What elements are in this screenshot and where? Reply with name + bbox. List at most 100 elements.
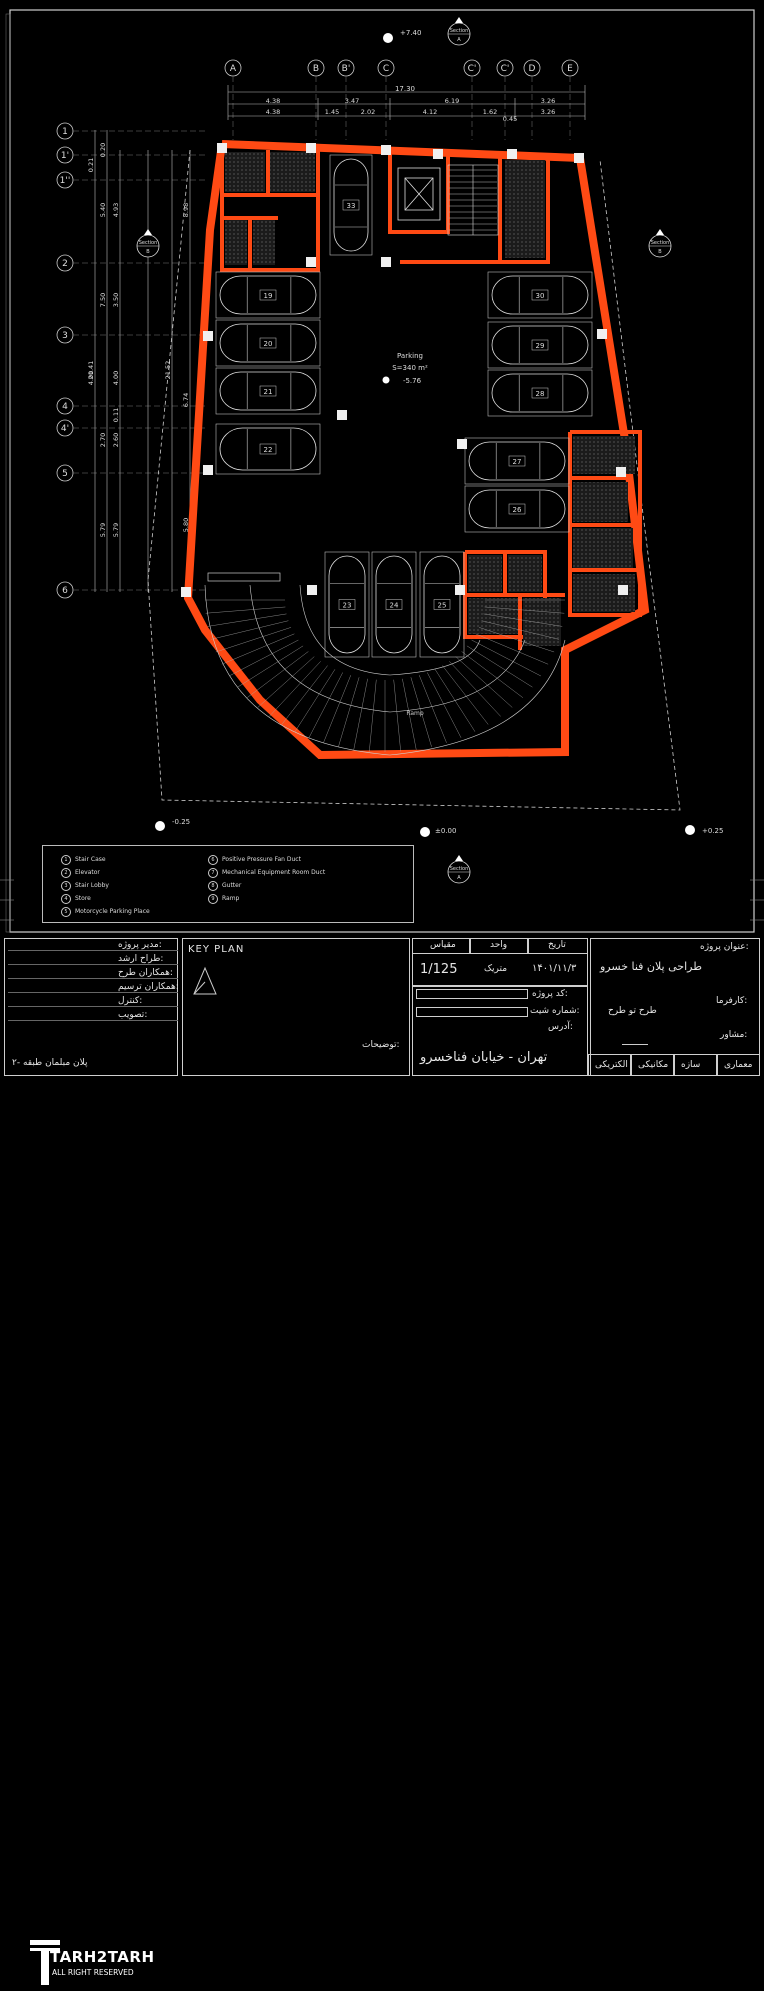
car-number: 23 bbox=[343, 602, 352, 610]
dim-left-label: 6.74 bbox=[182, 393, 190, 407]
structural-column bbox=[307, 585, 317, 595]
dim-left-label: 4.93 bbox=[112, 203, 120, 217]
dim-left-label: 5.80 bbox=[182, 518, 190, 532]
unit-value: متریک bbox=[484, 964, 508, 974]
gutter bbox=[207, 572, 281, 582]
interior-walls bbox=[220, 147, 642, 650]
svg-text:B: B bbox=[146, 249, 150, 255]
dim-left-label: 0.20 bbox=[99, 143, 107, 157]
key-plan-icon bbox=[193, 966, 217, 995]
key-plan-panel bbox=[182, 938, 410, 1076]
svg-text:Section: Section bbox=[651, 240, 670, 246]
dim-left-label: 4.00 bbox=[87, 371, 95, 385]
structural-column bbox=[381, 257, 391, 267]
role-label: همکاران طرح: bbox=[118, 968, 173, 978]
parking-car: 29 bbox=[487, 321, 593, 369]
structural-column bbox=[381, 145, 391, 155]
top-dimensions bbox=[227, 85, 586, 120]
parking-car: 30 bbox=[487, 271, 593, 319]
elevator bbox=[397, 167, 441, 221]
dim-top-label: 0.45 bbox=[503, 115, 517, 123]
car-number: 22 bbox=[264, 446, 273, 454]
structural-column bbox=[597, 329, 607, 339]
level-marker-icon bbox=[382, 376, 390, 384]
grid-row-label: 1' bbox=[61, 151, 69, 161]
level-top-icon bbox=[383, 33, 393, 43]
dim-top-label: 3.26 bbox=[541, 97, 555, 105]
dim-left-label: 4.00 bbox=[112, 371, 120, 385]
discipline-label: سازه bbox=[681, 1060, 701, 1070]
roles-panel bbox=[4, 938, 178, 1076]
dim-left-label: 5.40 bbox=[99, 203, 107, 217]
structural-column bbox=[433, 149, 443, 159]
svg-text:Section: Section bbox=[450, 866, 469, 872]
dim-left-label: 2.70 bbox=[99, 433, 107, 447]
ramp bbox=[204, 584, 566, 756]
sheet-title: پلان مبلمان طبقه -۲ bbox=[12, 1058, 88, 1068]
unit-label: واحد bbox=[490, 940, 508, 950]
dim-left-label: 3.50 bbox=[112, 293, 120, 307]
parking-area: S=340 m² bbox=[392, 364, 428, 372]
frame-ticks bbox=[0, 879, 764, 921]
title-block: مدیر پروژه:طراح ارشد:همکاران طرح:همکاران… bbox=[0, 936, 764, 1985]
structural-column bbox=[203, 465, 213, 475]
dim-left-label: 8.98 bbox=[182, 203, 190, 217]
site-boundary bbox=[147, 149, 681, 811]
project-code-label: کد پروژه: bbox=[532, 989, 568, 999]
dim-left-label: 0.11 bbox=[112, 408, 120, 422]
level-parking: -5.76 bbox=[403, 377, 422, 385]
discipline-cell: مکانیکی bbox=[631, 1054, 674, 1076]
ramp-treads bbox=[205, 599, 565, 752]
structural-column bbox=[306, 257, 316, 267]
structural-column bbox=[203, 331, 213, 341]
car-number: 26 bbox=[513, 506, 522, 514]
level-br-icon bbox=[685, 825, 695, 835]
parking-title: Parking bbox=[397, 352, 423, 360]
structural-column bbox=[574, 153, 584, 163]
level-bl-icon bbox=[155, 821, 165, 831]
dim-left-label: 0.21 bbox=[87, 158, 95, 172]
grid-col-label: C' bbox=[501, 64, 510, 74]
date-value: ۱۴۰۱/۱۱/۳ bbox=[532, 963, 577, 974]
date-label: تاریخ bbox=[548, 940, 566, 950]
address-value: تهران - خیابان فناخسرو bbox=[420, 1050, 548, 1065]
scale-value: 1/125 bbox=[420, 962, 458, 977]
dim-top-label: 1.62 bbox=[483, 108, 497, 116]
grid-col-label: D bbox=[529, 64, 536, 74]
parking-car: 22 bbox=[215, 423, 321, 475]
consultant-label: مشاور: bbox=[720, 1030, 748, 1040]
grid-row-label: 1 bbox=[62, 127, 68, 137]
car-number: 21 bbox=[264, 388, 273, 396]
grid-row-label: 3 bbox=[62, 331, 68, 341]
structural-column bbox=[457, 439, 467, 449]
parking-car: 27 bbox=[464, 437, 570, 485]
dim-top-label: 4.38 bbox=[266, 108, 280, 116]
dim-top-label: 3.47 bbox=[345, 97, 359, 105]
parking-car: 24 bbox=[371, 551, 417, 658]
role-label: مدیر پروژه: bbox=[118, 940, 162, 950]
project-panel bbox=[412, 986, 588, 1076]
dim-top-label: 2.02 bbox=[361, 108, 375, 116]
ramp-label: Ramp bbox=[406, 710, 424, 717]
car-number: 27 bbox=[513, 458, 522, 466]
role-label: تصویب: bbox=[118, 1010, 148, 1020]
parking-car: 23 bbox=[324, 551, 370, 658]
car-number: 30 bbox=[536, 292, 545, 300]
logo-sub: ALL RIGHT RESERVED bbox=[52, 1968, 134, 1977]
car-number: 19 bbox=[264, 292, 273, 300]
dim-top-label: 3.26 bbox=[541, 108, 555, 116]
grid-col-label: C' bbox=[468, 64, 477, 74]
dim-labels-left: 21.415.407.502.705.794.933.502.605.790.2… bbox=[87, 143, 190, 537]
scale-label: مقیاس bbox=[430, 940, 456, 950]
grid-col-label: E bbox=[567, 64, 573, 74]
grid-row-label: 4' bbox=[61, 424, 69, 434]
